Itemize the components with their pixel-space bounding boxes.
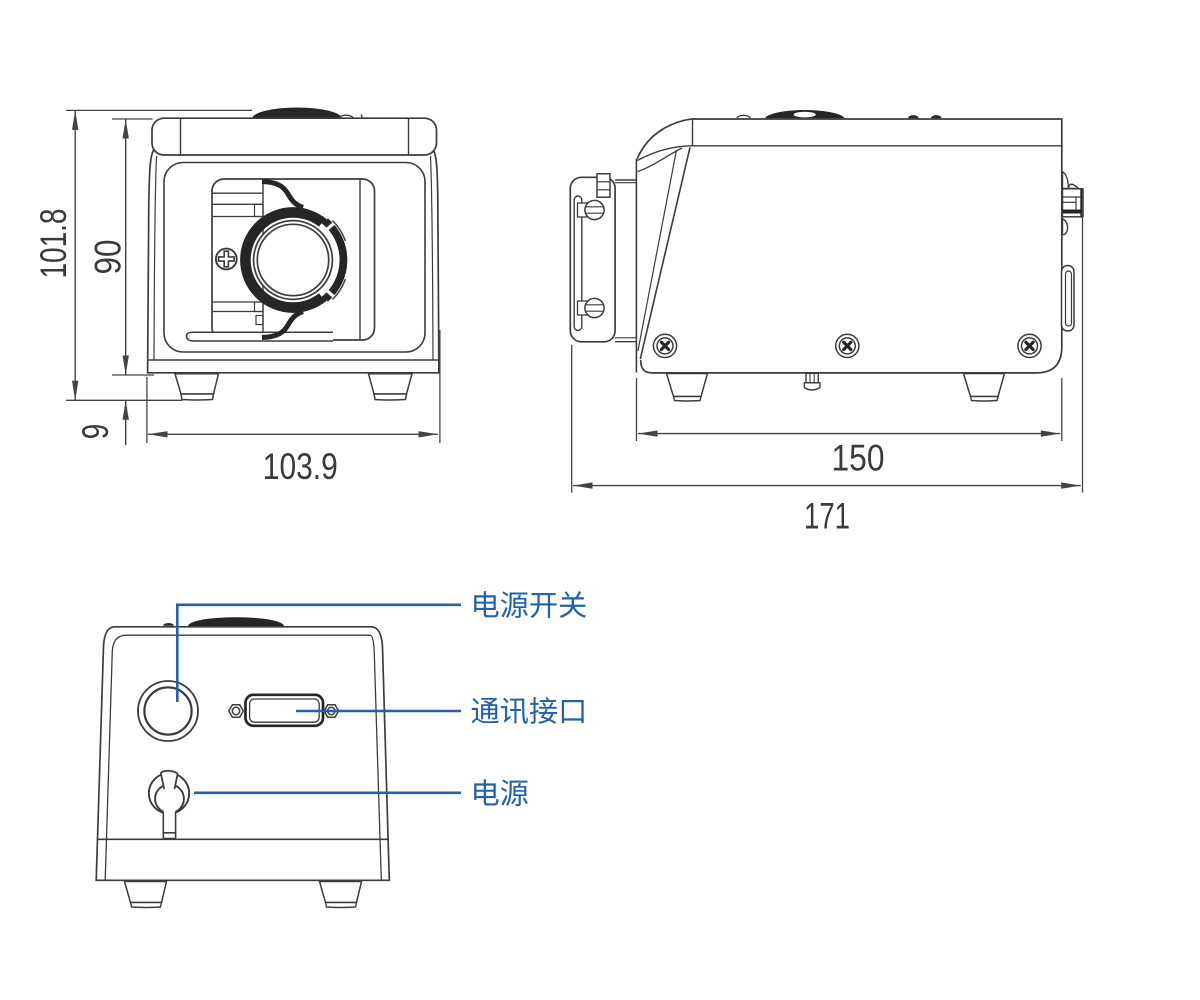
svg-text:103.9: 103.9: [263, 446, 338, 487]
svg-text:90: 90: [88, 240, 129, 275]
svg-text:171: 171: [804, 496, 850, 537]
svg-text:9: 9: [75, 424, 116, 440]
svg-text:150: 150: [832, 437, 885, 478]
svg-text:101.8: 101.8: [33, 209, 74, 279]
